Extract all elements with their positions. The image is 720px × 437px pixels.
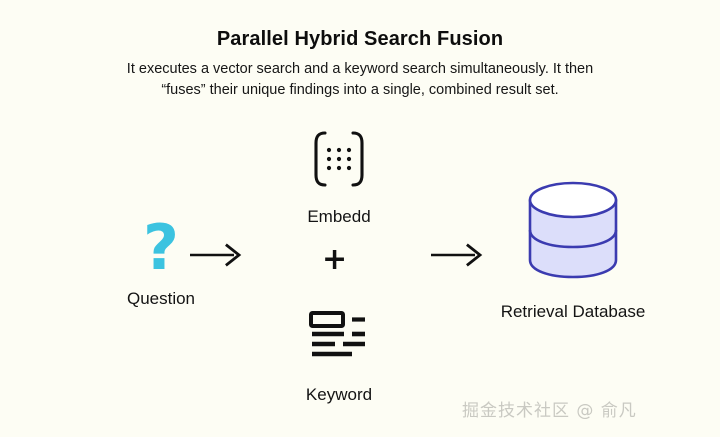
node-embedd: Embedd: [274, 130, 404, 228]
embedding-matrix-icon: [307, 130, 371, 193]
database-cylinder-icon: [520, 180, 626, 285]
header-block: Parallel Hybrid Search Fusion It execute…: [0, 26, 720, 101]
node-keyword: Keyword: [274, 310, 404, 406]
watermark-text: 掘金技术社区 @ 俞凡: [462, 401, 637, 421]
node-keyword-label: Keyword: [305, 385, 373, 404]
node-question: ? Question: [96, 211, 226, 310]
node-embedd-label: Embedd: [307, 207, 371, 226]
question-mark-icon: ?: [143, 211, 179, 284]
plus-operator: +: [322, 242, 348, 277]
subtitle-line-2: “fuses” their unique findings into a sin…: [161, 82, 559, 98]
page-subtitle: It executes a vector search and a keywor…: [60, 59, 660, 101]
right-arrow-icon: [189, 242, 245, 273]
node-database-label: Retrieval Database: [500, 302, 646, 321]
page-title: Parallel Hybrid Search Fusion: [216, 28, 504, 50]
node-question-label: Question: [126, 289, 196, 308]
right-arrow-icon: [430, 242, 486, 273]
keyword-list-icon: [308, 310, 370, 363]
subtitle-line-1: It executes a vector search and a keywor…: [126, 61, 594, 77]
node-database: Retrieval Database: [478, 180, 668, 323]
